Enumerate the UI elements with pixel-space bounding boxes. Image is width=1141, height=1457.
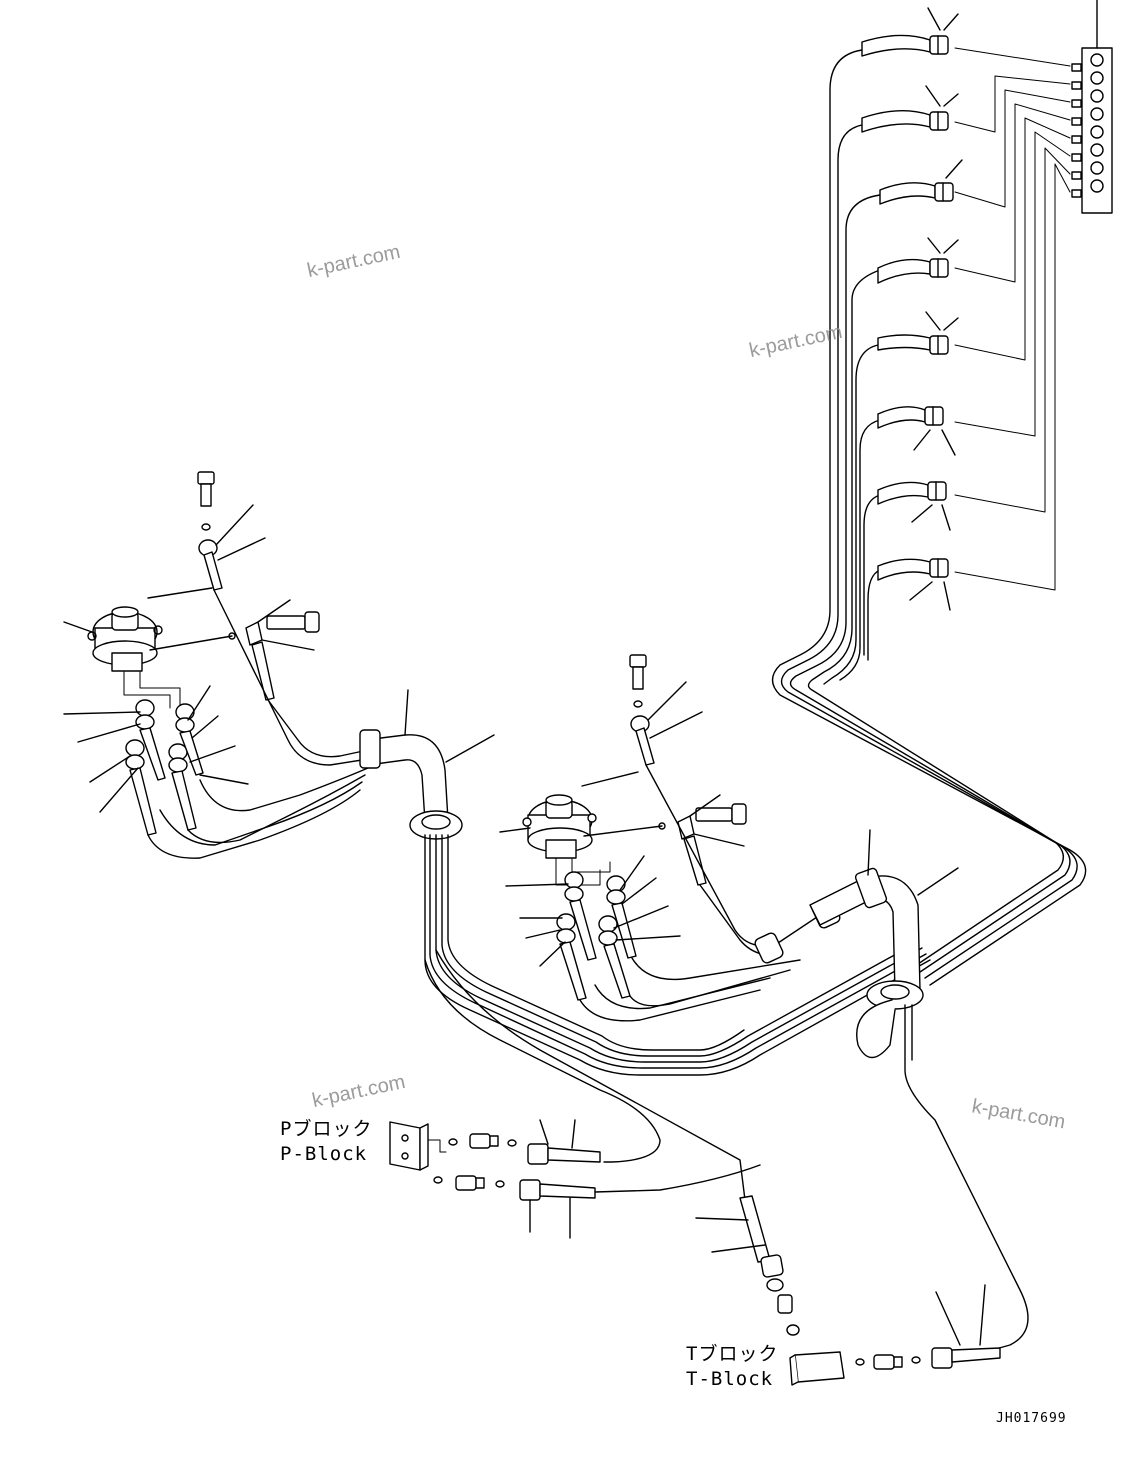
left-bolt-assembly <box>197 471 320 701</box>
p-block-hose <box>594 1164 761 1193</box>
manifold-ports <box>1090 53 1104 193</box>
left-elbow-grommet <box>359 689 495 840</box>
p-block <box>389 1119 601 1239</box>
hose-end-5 <box>877 311 959 355</box>
hose-end-2 <box>861 85 959 133</box>
hose-end-3 <box>879 159 963 205</box>
drawing-code: JH017699 <box>996 1411 1067 1426</box>
hose-end-4 <box>877 237 959 284</box>
manifold-block <box>1071 0 1113 214</box>
t-block-label-en: T-Block <box>686 1368 774 1390</box>
right-pilot-valve <box>522 794 597 859</box>
right-elbow-grommet <box>754 829 959 1059</box>
hose-end-1 <box>861 7 959 57</box>
hose-end-8 <box>877 558 951 611</box>
manifold-leaders <box>954 47 1071 591</box>
left-valve-hoses <box>63 685 369 859</box>
right-drain-hose <box>904 1004 1029 1353</box>
hose-end-7 <box>877 481 951 531</box>
right-bolt-assembly <box>629 654 747 886</box>
left-valve-tube <box>213 589 363 766</box>
hose-end-6 <box>877 406 956 456</box>
left-valve-tube-2 <box>267 699 369 758</box>
hose-end-fittings <box>861 7 963 611</box>
hose-bundle-vertical <box>771 49 1087 986</box>
main-hose-bundle <box>424 834 931 1201</box>
manifold-fittings <box>1071 63 1082 198</box>
p-block-label-jp: Pブロック <box>280 1118 373 1140</box>
right-valve-hoses <box>499 771 801 1022</box>
right-valve-tube <box>645 764 821 947</box>
left-pilot-valve <box>63 587 236 709</box>
t-block <box>695 1195 1001 1386</box>
p-block-label-en: P-Block <box>280 1143 368 1165</box>
t-block-label-jp: Tブロック <box>686 1343 779 1365</box>
